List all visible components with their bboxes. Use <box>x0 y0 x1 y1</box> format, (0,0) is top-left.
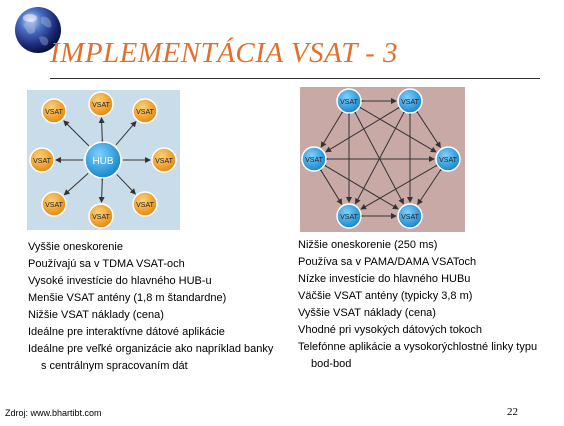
list-item: Vysoké investície do hlavného HUB-u <box>28 275 212 287</box>
list-item: Nižšie oneskorenie (250 ms) <box>298 239 438 251</box>
vsat-node: VSAT <box>151 147 177 173</box>
vsat-label: VSAT <box>340 99 358 106</box>
link-arrow <box>98 174 106 204</box>
list-item: Menšie VSAT antény (1,8 m štandardne) <box>28 292 227 304</box>
link-arrow <box>63 172 89 196</box>
list-item: Ideálne pre veľké organizácie ako naprík… <box>28 343 274 372</box>
vsat-label: VSAT <box>33 158 51 165</box>
link-arrow <box>412 106 441 149</box>
list-item: Ideálne pre interaktívne dátové aplikáci… <box>28 326 225 338</box>
vsat-label: VSAT <box>401 214 419 221</box>
link-arrow <box>116 174 137 195</box>
list-item: Vyššie VSAT náklady (cena) <box>298 307 436 319</box>
vsat-node: VSAT <box>132 191 158 217</box>
vsat-label: VSAT <box>45 202 63 209</box>
mesh-vsat-nodes: VSAT VSAT VSAT VSAT VSAT VSAT <box>301 88 461 229</box>
hub-node: HUB <box>84 141 122 179</box>
vsat-label: VSAT <box>92 214 110 221</box>
star-vsat-nodes: VSAT VSAT VSAT VSAT VSAT VSAT VSAT VSAT <box>29 91 177 229</box>
list-item: Nízke investície do hlavného HUBu <box>298 273 471 285</box>
hub-label: HUB <box>92 156 113 167</box>
vsat-label: VSAT <box>401 99 419 106</box>
hub-spokes <box>55 116 151 204</box>
slide-title: IMPLEMENTÁCIA VSAT - 3 <box>50 37 398 69</box>
link-arrow <box>63 120 90 147</box>
list-item: Nižšie VSAT náklady (cena) <box>28 309 164 321</box>
list-item: Vyššie oneskorenie <box>28 241 123 253</box>
list-item: Vhodné pri vysokých dátových tokoch <box>298 324 483 336</box>
mesh-topology-diagram: VSAT VSAT VSAT VSAT VSAT VSAT <box>300 87 465 232</box>
link-arrow <box>417 164 446 206</box>
title-divider <box>50 78 540 79</box>
star-topology-properties: Vyššie oneskorenie Používajú sa v TDMA V… <box>28 239 278 375</box>
vsat-label: VSAT <box>136 202 154 209</box>
vsat-label: VSAT <box>439 157 457 164</box>
list-item: Používa sa v PAMA/DAMA VSAToch <box>298 256 477 268</box>
link-arrow <box>115 120 137 146</box>
list-item: Väčšie VSAT antény (typicky 3,8 m) <box>298 290 473 302</box>
link-arrow <box>98 116 106 146</box>
vsat-label: VSAT <box>305 157 323 164</box>
vsat-node: VSAT <box>132 98 158 124</box>
mesh-links <box>316 98 446 219</box>
vsat-label: VSAT <box>136 109 154 116</box>
vsat-node: VSAT <box>397 203 423 229</box>
vsat-node: VSAT <box>301 146 327 172</box>
vsat-node: VSAT <box>397 88 423 114</box>
vsat-node: VSAT <box>336 203 362 229</box>
vsat-node: VSAT <box>435 146 461 172</box>
vsat-node: VSAT <box>88 91 114 117</box>
vsat-label: VSAT <box>340 214 358 221</box>
vsat-label: VSAT <box>155 158 173 165</box>
vsat-node: VSAT <box>29 147 55 173</box>
vsat-node: VSAT <box>336 88 362 114</box>
vsat-label: VSAT <box>45 109 63 116</box>
list-item: Používajú sa v TDMA VSAT-och <box>28 258 185 270</box>
page-number: 22 <box>507 406 518 418</box>
list-item: Telefónne aplikácie a vysokorýchlostné l… <box>298 341 538 370</box>
source-note: Zdroj: www.bhartibt.com <box>5 408 102 418</box>
vsat-node: VSAT <box>41 98 67 124</box>
vsat-node: VSAT <box>41 191 67 217</box>
globe-logo <box>15 7 61 53</box>
mesh-topology-properties: Nižšie oneskorenie (250 ms) Používa sa v… <box>298 237 556 373</box>
star-topology-diagram: VSAT VSAT VSAT VSAT VSAT VSAT VSAT VSAT HUB <box>27 90 180 230</box>
vsat-node: VSAT <box>88 203 114 229</box>
vsat-label: VSAT <box>92 102 110 109</box>
